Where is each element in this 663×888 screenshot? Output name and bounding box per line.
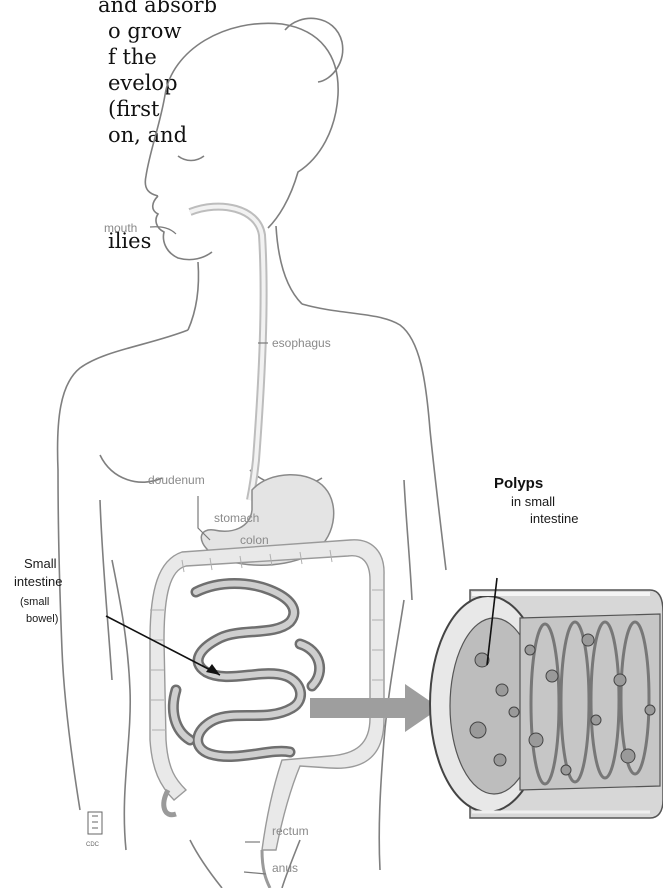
- svg-text:CDC: CDC: [86, 842, 100, 848]
- label-small-bowel-1: (small: [20, 596, 49, 608]
- label-stomach: stomach: [214, 511, 259, 525]
- esophagus-tube: [190, 207, 264, 500]
- label-anus: anus: [272, 861, 298, 875]
- label-doudenum: doudenum: [148, 473, 205, 487]
- label-esophagus: esophagus: [272, 336, 331, 350]
- label-rectum: rectum: [272, 824, 309, 838]
- label-polyps-sub-1: in small: [511, 494, 555, 509]
- medical-illustrator-mark-icon: CDC: [86, 812, 102, 848]
- intestine-cross-section: [430, 590, 663, 818]
- small-intestine-loops: [173, 584, 319, 757]
- label-small-bowel-2: bowel): [26, 613, 58, 625]
- label-colon: colon: [240, 533, 269, 547]
- label-polyps-sub-2: intestine: [530, 511, 578, 526]
- label-mouth: mouth: [104, 221, 137, 235]
- label-small-intestine-2: intestine: [14, 574, 62, 589]
- rectum-organ: [262, 850, 270, 888]
- label-polyps: Polyps: [494, 475, 543, 492]
- label-small-intestine-1: Small: [24, 556, 57, 571]
